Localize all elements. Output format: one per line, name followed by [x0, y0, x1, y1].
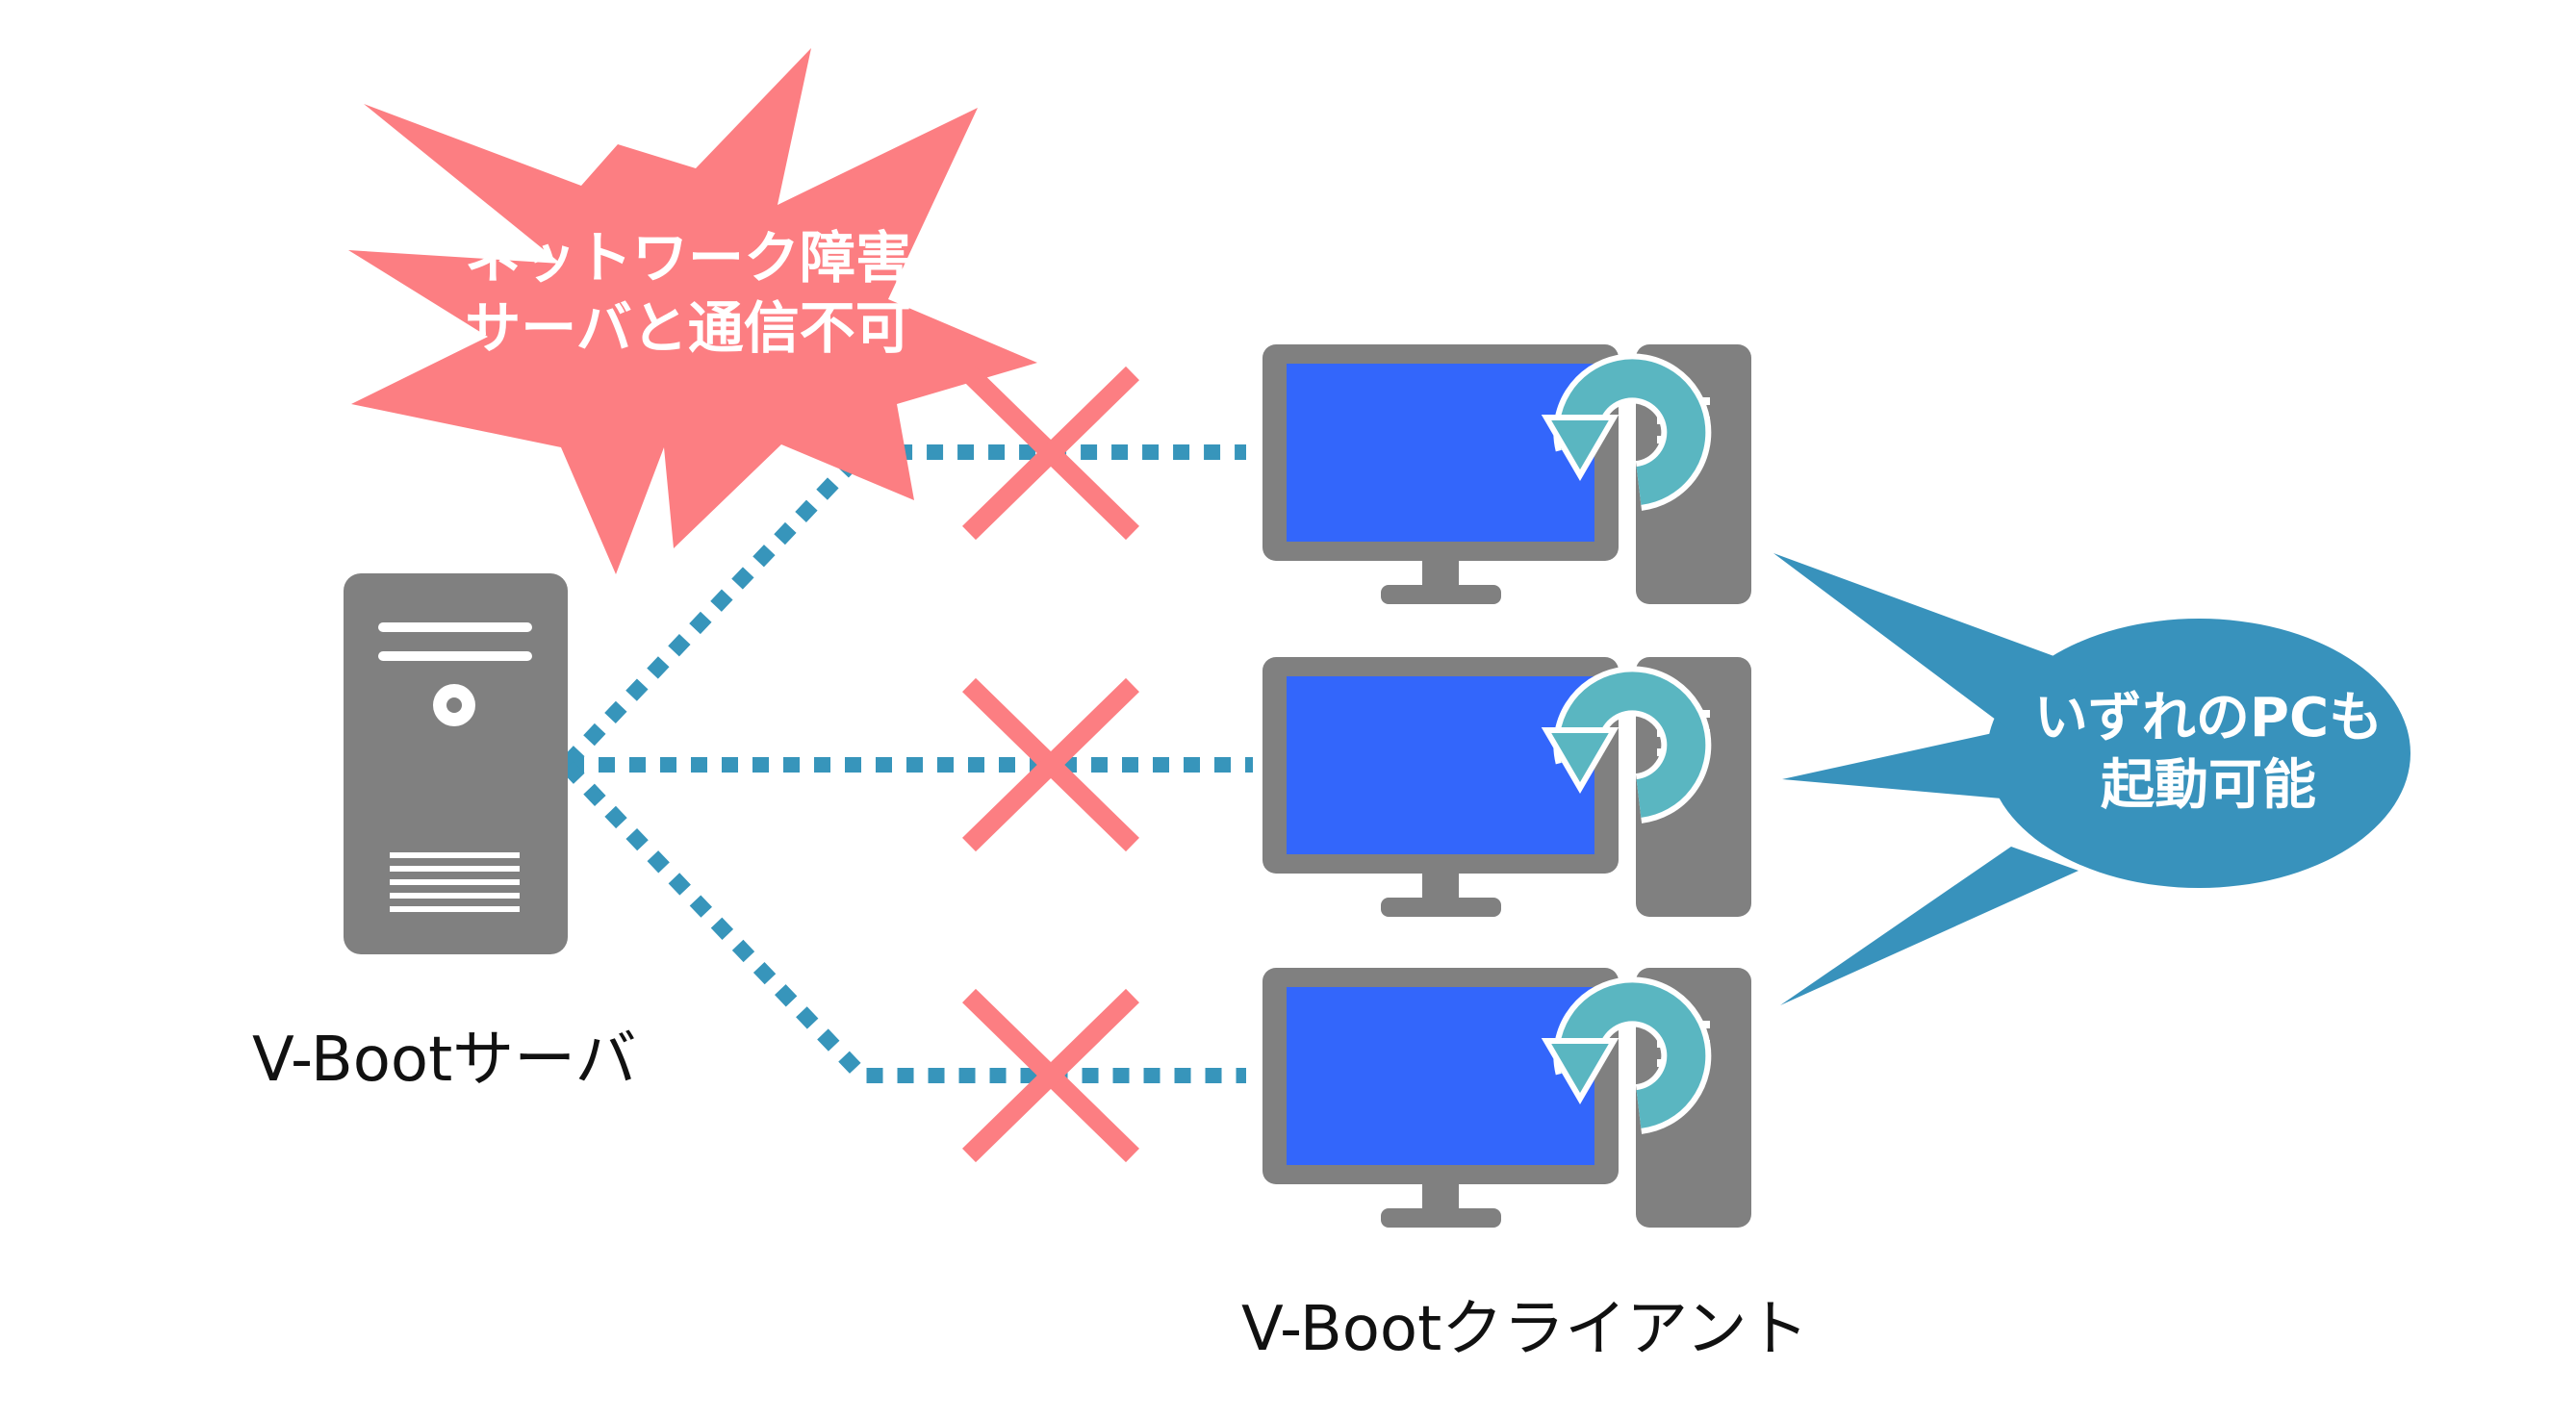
- client-pc-2: [1262, 657, 1751, 917]
- alert-line-2: サーバと通信不可: [465, 294, 911, 361]
- client-pc-1: [1262, 344, 1751, 604]
- link-bottom: [562, 761, 1246, 1083]
- server-icon: [344, 573, 568, 954]
- link-top: [562, 444, 1246, 769]
- server-caption: V-Bootサーバ: [252, 1025, 637, 1096]
- speech-bubble: [1773, 553, 2410, 1005]
- alert-line-1: ネットワーク障害: [464, 225, 911, 291]
- client-pc-3: [1262, 968, 1751, 1228]
- alert-burst: [348, 48, 1037, 574]
- callout-line-1: いずれのPCも: [2033, 687, 2384, 749]
- callout-text: いずれのPCも 起動可能: [1997, 685, 2420, 820]
- alert-text: ネットワーク障害 サーバと通信不可: [438, 223, 938, 363]
- network-links: [562, 444, 1253, 1083]
- client-caption: V-Bootクライアント: [1241, 1294, 1809, 1365]
- cross-icon-middle: [969, 685, 1133, 845]
- callout-line-2: 起動可能: [2101, 754, 2316, 817]
